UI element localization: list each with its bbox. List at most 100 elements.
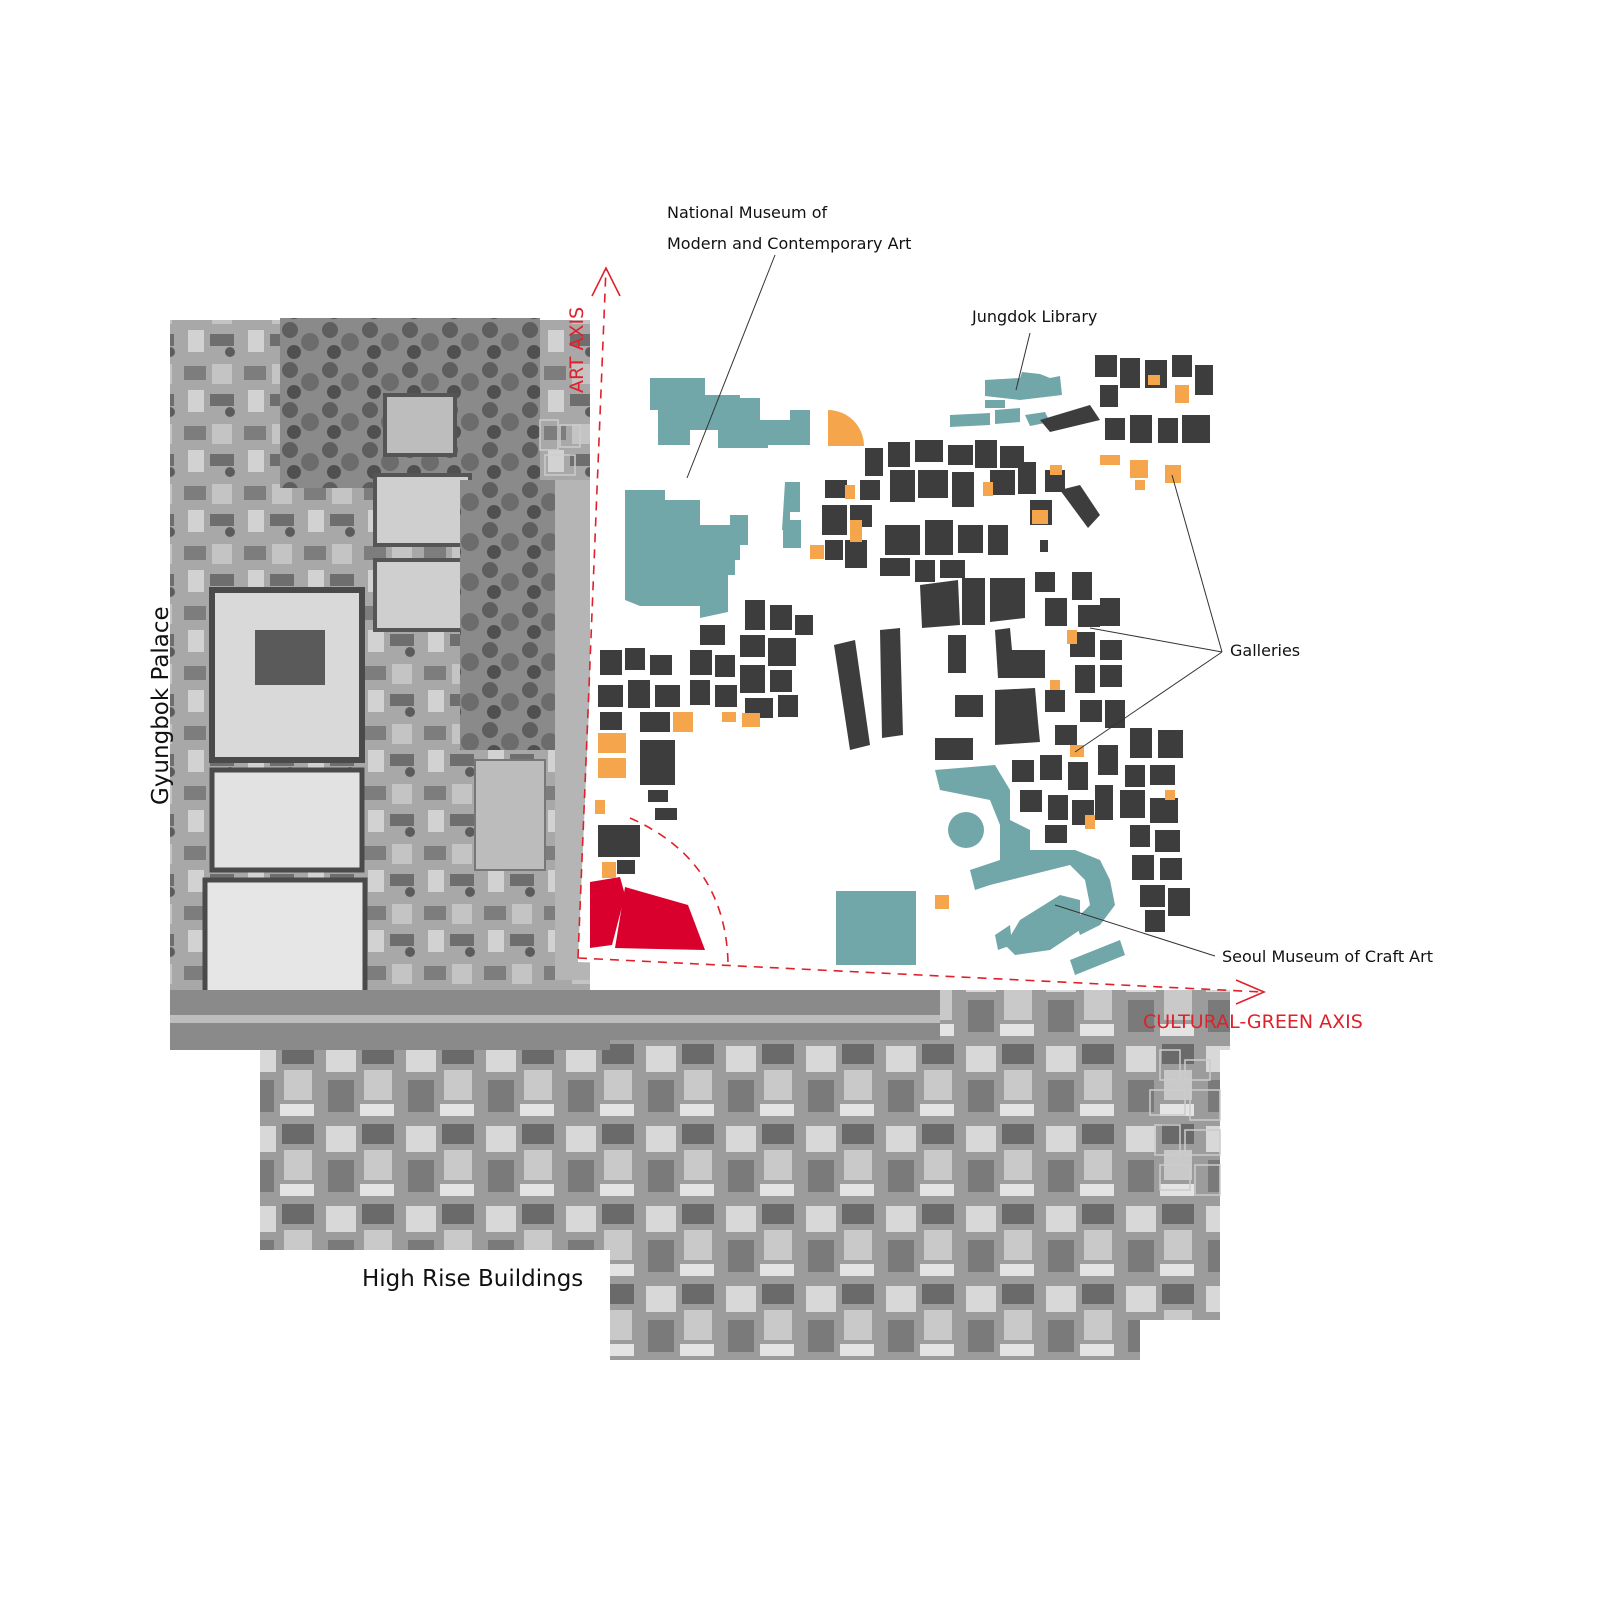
jungdok-library xyxy=(985,372,1062,400)
green-axis-label: CULTURAL-GREEN AXIS xyxy=(1143,1011,1363,1033)
main-road-lane xyxy=(170,1015,1150,1023)
building xyxy=(1130,728,1152,758)
building xyxy=(640,712,670,732)
craft-museum-south xyxy=(1005,895,1080,955)
palace-east-court-a xyxy=(373,473,472,547)
building xyxy=(1100,665,1122,687)
gallery xyxy=(1032,510,1048,524)
building xyxy=(888,442,910,467)
mmca-bar xyxy=(783,520,801,548)
building xyxy=(860,480,880,500)
jungdok-wing xyxy=(950,413,990,427)
institution-buildings xyxy=(625,372,1125,975)
building xyxy=(1130,825,1150,847)
jungdok-label: Jungdok Library xyxy=(971,307,1097,326)
craft-museum-bar xyxy=(1070,940,1125,975)
craft-museum-piece xyxy=(995,925,1012,950)
building xyxy=(1012,760,1034,782)
building xyxy=(920,580,960,628)
gallery xyxy=(935,895,949,909)
building xyxy=(690,680,710,705)
building xyxy=(918,470,948,498)
gallery xyxy=(602,862,616,878)
galleries-leader-b xyxy=(1171,474,1223,653)
building xyxy=(745,600,765,630)
building xyxy=(1098,745,1118,775)
building xyxy=(935,738,973,760)
building xyxy=(740,665,765,693)
building xyxy=(1045,598,1067,626)
building xyxy=(1182,415,1210,443)
building xyxy=(1072,572,1092,600)
building xyxy=(628,680,650,708)
jungdok-library-b xyxy=(985,400,1005,408)
building xyxy=(1100,598,1120,626)
building xyxy=(1078,605,1100,627)
building xyxy=(995,688,1040,745)
gallery xyxy=(1085,815,1095,829)
building xyxy=(948,445,973,465)
site-building-main xyxy=(615,887,705,950)
building xyxy=(1020,790,1042,812)
building xyxy=(770,605,792,630)
building xyxy=(990,578,1025,622)
building xyxy=(1120,358,1140,388)
gallery xyxy=(1050,680,1060,690)
building xyxy=(865,448,883,476)
craft-museum-main xyxy=(935,765,1115,935)
building xyxy=(1158,730,1183,758)
mmca-block-north xyxy=(650,378,768,448)
building xyxy=(1105,418,1125,440)
green-axis-arrowhead xyxy=(1235,979,1267,1005)
building xyxy=(915,440,943,462)
building xyxy=(768,638,796,666)
building xyxy=(1055,725,1077,745)
mmca-block-north-b xyxy=(740,398,810,445)
building xyxy=(925,520,953,555)
building xyxy=(958,525,983,553)
building xyxy=(1158,418,1178,443)
mmca-leader xyxy=(686,254,776,479)
building xyxy=(1130,415,1152,443)
building xyxy=(617,860,635,874)
palace-east-court-c xyxy=(383,393,457,457)
gallery-quarter-circle xyxy=(828,410,864,446)
faint-outline-north xyxy=(539,419,581,476)
gallery-buildings xyxy=(595,375,1189,909)
site-buildings xyxy=(590,877,705,950)
building xyxy=(1172,355,1192,377)
building xyxy=(952,472,974,507)
building xyxy=(1100,385,1118,407)
site-building-west xyxy=(590,877,625,948)
gallery xyxy=(673,712,693,732)
building xyxy=(834,640,870,750)
building xyxy=(995,628,1045,678)
building xyxy=(1068,762,1088,790)
building xyxy=(600,650,622,675)
building xyxy=(1100,640,1122,660)
building xyxy=(598,685,623,707)
building xyxy=(1195,365,1213,395)
leader-lines xyxy=(686,254,1223,957)
building xyxy=(1120,790,1145,818)
galleries-leader-c xyxy=(1074,651,1223,753)
building xyxy=(625,648,645,670)
high-rise-label: High Rise Buildings xyxy=(362,1266,583,1292)
building xyxy=(1132,855,1154,880)
gallery xyxy=(1135,480,1145,490)
building xyxy=(990,470,1015,495)
parking-lot xyxy=(474,759,546,871)
building xyxy=(1080,700,1102,722)
jungdok-wing-b xyxy=(995,408,1020,424)
building xyxy=(795,615,813,635)
building xyxy=(598,825,640,857)
palace-east-court-b xyxy=(373,558,472,632)
building xyxy=(690,650,712,675)
art-axis-arrowhead xyxy=(591,266,621,297)
art-axis-label: ART AXIS xyxy=(566,307,588,393)
building xyxy=(1040,755,1062,780)
building xyxy=(1125,765,1145,787)
building xyxy=(880,558,910,576)
building xyxy=(1040,405,1100,432)
